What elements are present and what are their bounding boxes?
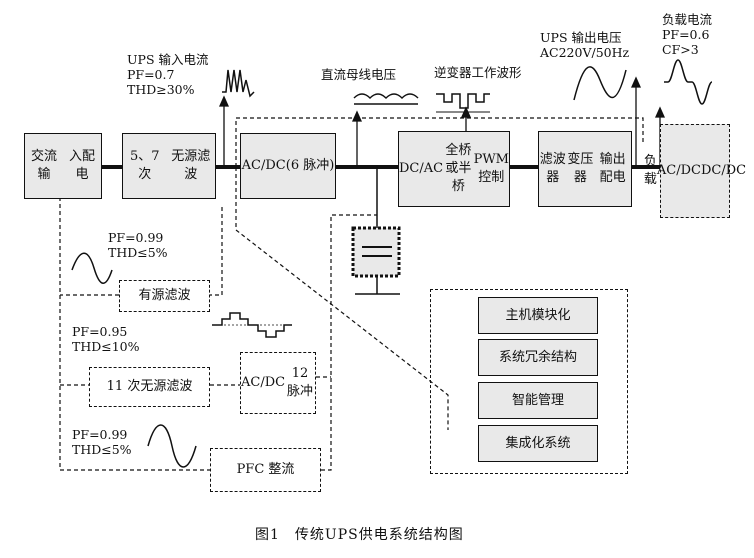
ups-input-pf: PF=0.7	[127, 67, 175, 82]
measurement-arrows	[218, 76, 666, 167]
load-current-pf: PF=0.6	[662, 27, 710, 42]
active-filter-pf: PF=0.99	[108, 230, 164, 245]
feature-smart-mgmt: 智能管理	[478, 382, 598, 419]
inverter-label-2: 全桥或半桥	[445, 143, 472, 194]
acdc-6pulse-block: AC/DC (6 脉冲)	[240, 133, 336, 199]
ac-input-block: 交流输 入配电	[24, 133, 102, 199]
ac-input-label-2: 入配电	[68, 149, 95, 182]
passive-filter-11-block: 11 次无源滤波	[89, 367, 210, 407]
feature-smart-mgmt-label: 智能管理	[511, 392, 564, 408]
load-current-cf: CF>3	[662, 42, 699, 57]
inverter-wave-label: 逆变器工作波形	[434, 65, 522, 80]
capacitor-icon	[351, 226, 401, 278]
waveform-icons	[71, 59, 713, 468]
passive-filter-11-label: 11 次无源滤波	[106, 379, 193, 394]
load-label-3: DC/DC	[701, 163, 747, 178]
acdc-6pulse-label-1: AC/DC	[241, 158, 286, 173]
passive-11-thd: THD≤10%	[72, 339, 140, 354]
pfc-spec: PF=0.99 THD≤5%	[72, 427, 132, 457]
passive-filter-57-label-2: 无源滤波	[171, 149, 211, 182]
output-label-1: 滤波器	[539, 152, 566, 185]
inverter-label-1: DC/AC	[399, 161, 444, 176]
ups-output-title: UPS 输出电压	[540, 30, 622, 45]
pfc-label: PFC 整流	[236, 462, 295, 477]
active-filter-label: 有源滤波	[138, 288, 191, 303]
load-current-title: 负载电流	[662, 12, 713, 27]
pfc-block: PFC 整流	[210, 448, 321, 492]
inverter-block: DC/AC 全桥或半桥 PWM 控制	[398, 131, 510, 207]
load-block: 负载 AC/DC DC/DC	[644, 124, 746, 218]
output-block: 滤波器 变压器 输出配电	[538, 131, 632, 207]
ups-input-thd: THD≥30%	[127, 82, 195, 97]
ac-input-label-1: 交流输	[30, 149, 57, 182]
feature-redundancy-label: 系统冗余结构	[498, 349, 577, 365]
pfc-thd: THD≤5%	[72, 442, 132, 457]
passive-filter-57-label-1: 5、7 次	[129, 149, 160, 182]
acdc-6pulse-label-2: (6 脉冲)	[285, 158, 335, 173]
pfc-pf: PF=0.99	[72, 427, 128, 442]
load-label-2: AC/DC	[656, 163, 701, 178]
ups-input-title: UPS 输入电流	[127, 52, 209, 67]
passive-11-pf: PF=0.95	[72, 324, 128, 339]
ups-output-voltage: AC220V/50Hz	[540, 45, 630, 60]
feature-integration: 集成化系统	[478, 425, 598, 462]
passive-11-spec: PF=0.95 THD≤10%	[72, 324, 140, 354]
dashed-links	[59, 117, 644, 471]
passive-filter-57-block: 5、7 次 无源滤波	[122, 133, 216, 199]
active-filter-spec: PF=0.99 THD≤5%	[108, 230, 168, 260]
feature-modular-label: 主机模块化	[505, 307, 571, 323]
feature-redundancy: 系统冗余结构	[478, 339, 598, 376]
ups-output-label: UPS 输出电压 AC220V/50Hz	[540, 30, 629, 60]
features-panel	[430, 289, 628, 474]
feature-modular: 主机模块化	[478, 297, 598, 334]
load-label-1: 负载	[643, 154, 657, 187]
inverter-label-3: PWM 控制	[473, 152, 509, 185]
ups-input-label: UPS 输入电流 PF=0.7 THD≥30%	[127, 52, 208, 97]
acdc-12pulse-label-2: 12 脉冲	[287, 366, 314, 399]
output-label-2: 变压器	[567, 152, 594, 185]
active-filter-block: 有源滤波	[119, 280, 210, 312]
acdc-12pulse-label-1: AC/DC	[241, 375, 286, 390]
figure-caption: 图1 传统UPS供电系统结构图	[255, 527, 464, 543]
active-filter-thd: THD≤5%	[108, 245, 168, 260]
acdc-12pulse-block: AC/DC 12 脉冲	[240, 352, 316, 414]
load-current-label: 负载电流 PF=0.6 CF>3	[662, 12, 712, 57]
dc-bus-label: 直流母线电压	[321, 67, 397, 82]
feature-integration-label: 集成化系统	[505, 435, 571, 451]
output-label-3: 输出配电	[599, 152, 626, 185]
